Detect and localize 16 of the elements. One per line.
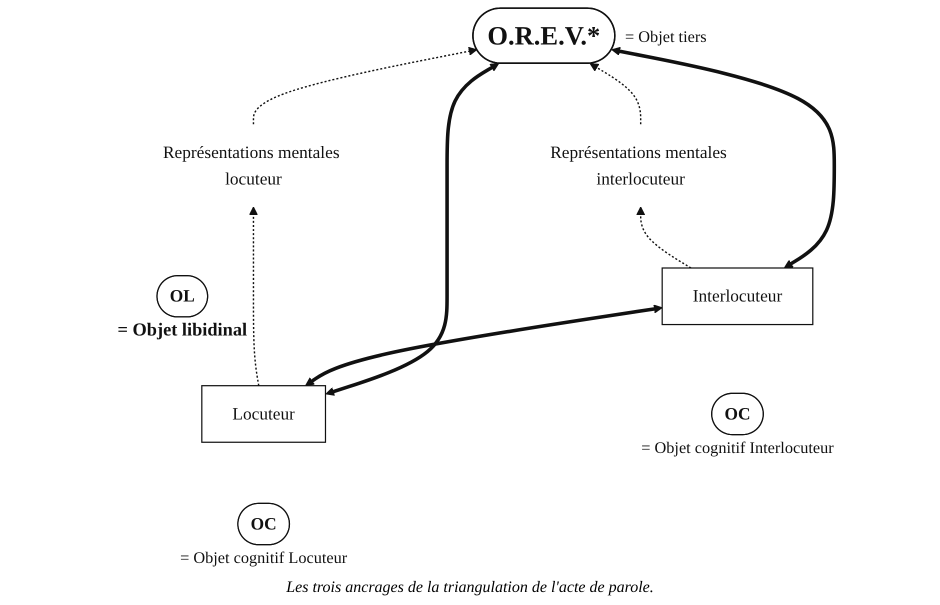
node-text: Représentations mentales interlocuteur bbox=[550, 142, 727, 188]
annotation-text: = Objet cognitif Interlocuteur bbox=[641, 438, 834, 457]
arrow bbox=[590, 63, 642, 124]
arrow bbox=[248, 206, 260, 386]
annotation-text: = Objet tiers bbox=[625, 26, 707, 46]
arrow bbox=[252, 46, 478, 124]
node-text: Représentations mentales locuteur bbox=[163, 142, 340, 188]
annotation-text: = Objet libidinal bbox=[118, 319, 248, 340]
annotation-text: = Objet cognitif Locuteur bbox=[180, 548, 348, 567]
node-box: Locuteur bbox=[201, 385, 326, 443]
node-box: Interlocuteur bbox=[662, 267, 814, 326]
arrow bbox=[636, 206, 692, 269]
caption: Les trois ancrages de la triangulation de l'acte de parole. bbox=[286, 578, 654, 598]
arrow bbox=[611, 46, 836, 268]
arrow bbox=[325, 63, 500, 396]
arrow bbox=[305, 304, 663, 386]
